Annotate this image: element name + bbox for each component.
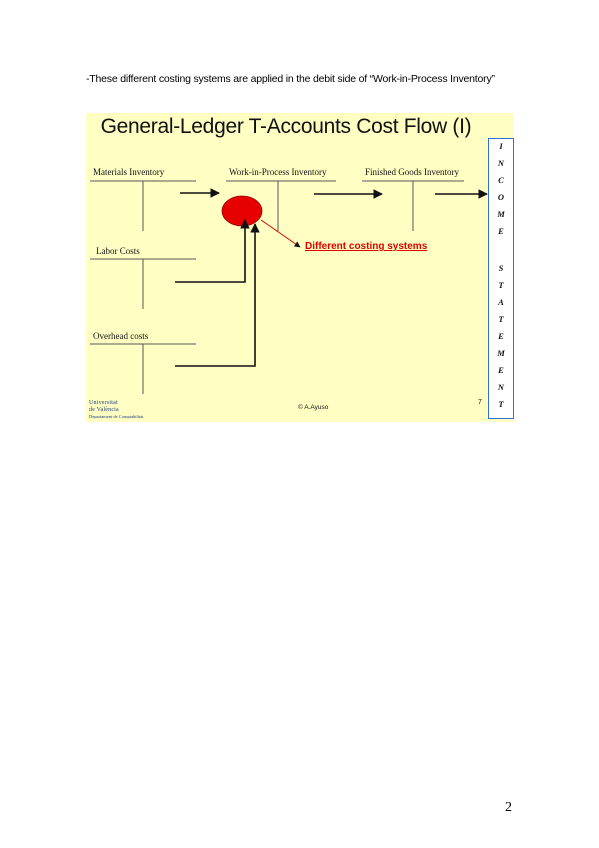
- logo-department: Departament de Comptabilitat: [89, 414, 144, 419]
- university-logo: Universitat de València Departament de C…: [89, 400, 143, 420]
- income-letter: C: [498, 175, 504, 185]
- slide-title: General-Ledger T-Accounts Cost Flow (I): [100, 115, 472, 138]
- label-finished-goods-inventory: Finished Goods Inventory: [365, 167, 459, 177]
- page-number: 2: [505, 800, 512, 815]
- income-letter: O: [497, 192, 505, 202]
- embedded-slide: General-Ledger T-Accounts Cost Flow (I): [86, 113, 514, 422]
- debit-side-highlight: [221, 195, 263, 227]
- logo-line-1: Universitat: [89, 400, 118, 406]
- income-statement-column: I N C O M E S T A T E M E N T: [488, 138, 514, 419]
- t-account-overhead: [90, 343, 196, 394]
- callout-arrow: [260, 219, 301, 248]
- label-overhead-costs: Overhead costs: [93, 331, 149, 341]
- arrow-overhead-to-wip: [175, 223, 260, 367]
- t-account-finished-goods: [362, 180, 464, 231]
- income-letter: M: [497, 348, 505, 358]
- t-account-wip: [226, 180, 336, 231]
- income-letter: E: [498, 365, 504, 375]
- t-account-materials: [90, 180, 196, 231]
- logo-line-2: de València: [89, 406, 119, 413]
- t-account-labor: [90, 258, 196, 309]
- slide-copyright: © A.Ayuso: [298, 404, 329, 411]
- income-letter: S: [498, 263, 504, 273]
- income-letter: I: [499, 141, 503, 151]
- income-letter: A: [498, 297, 504, 307]
- arrow-labor-to-wip: [175, 219, 250, 283]
- income-letter: E: [498, 331, 504, 341]
- income-letter: M: [497, 209, 505, 219]
- intro-paragraph: -These different costing systems are app…: [86, 73, 495, 85]
- slide-number: 7: [478, 399, 482, 406]
- income-letter: T: [498, 280, 504, 290]
- costing-systems-callout: Different costing systems: [305, 241, 428, 252]
- label-labor-costs: Labor Costs: [96, 246, 140, 256]
- income-letter: N: [497, 158, 505, 168]
- income-letter: N: [497, 382, 505, 392]
- cost-flow-diagram: [90, 180, 488, 394]
- label-materials-inventory: Materials Inventory: [93, 167, 165, 177]
- income-letter: T: [498, 314, 504, 324]
- income-letter: E: [498, 226, 504, 236]
- label-wip-inventory: Work-in-Process Inventory: [229, 167, 327, 177]
- income-letter: T: [498, 399, 504, 409]
